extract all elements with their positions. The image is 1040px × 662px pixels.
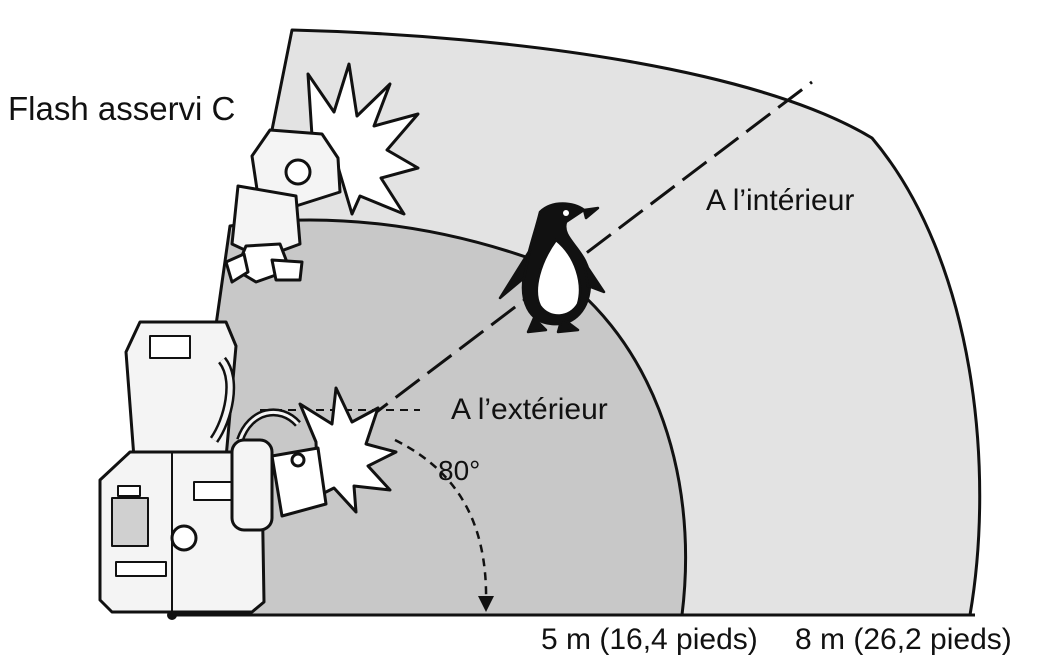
angle-arc [394, 438, 494, 612]
outdoor-zone-label: A l’extérieur [451, 393, 608, 426]
angle-label: 80° [438, 455, 481, 486]
penguin-icon [498, 202, 606, 334]
indoor-distance-label: 8 m (26,2 pieds) [795, 623, 1012, 656]
camera-icon [98, 320, 266, 614]
slave-flash-icon [224, 128, 342, 284]
flash-burst-icon [306, 62, 420, 216]
slave-flash-label: Flash asservi C [8, 90, 236, 127]
indoor-zone-label: A l’intérieur [706, 184, 855, 217]
macro-ring-flash-icon [230, 408, 328, 532]
outdoor-distance-label: 5 m (16,4 pieds) [541, 623, 758, 656]
